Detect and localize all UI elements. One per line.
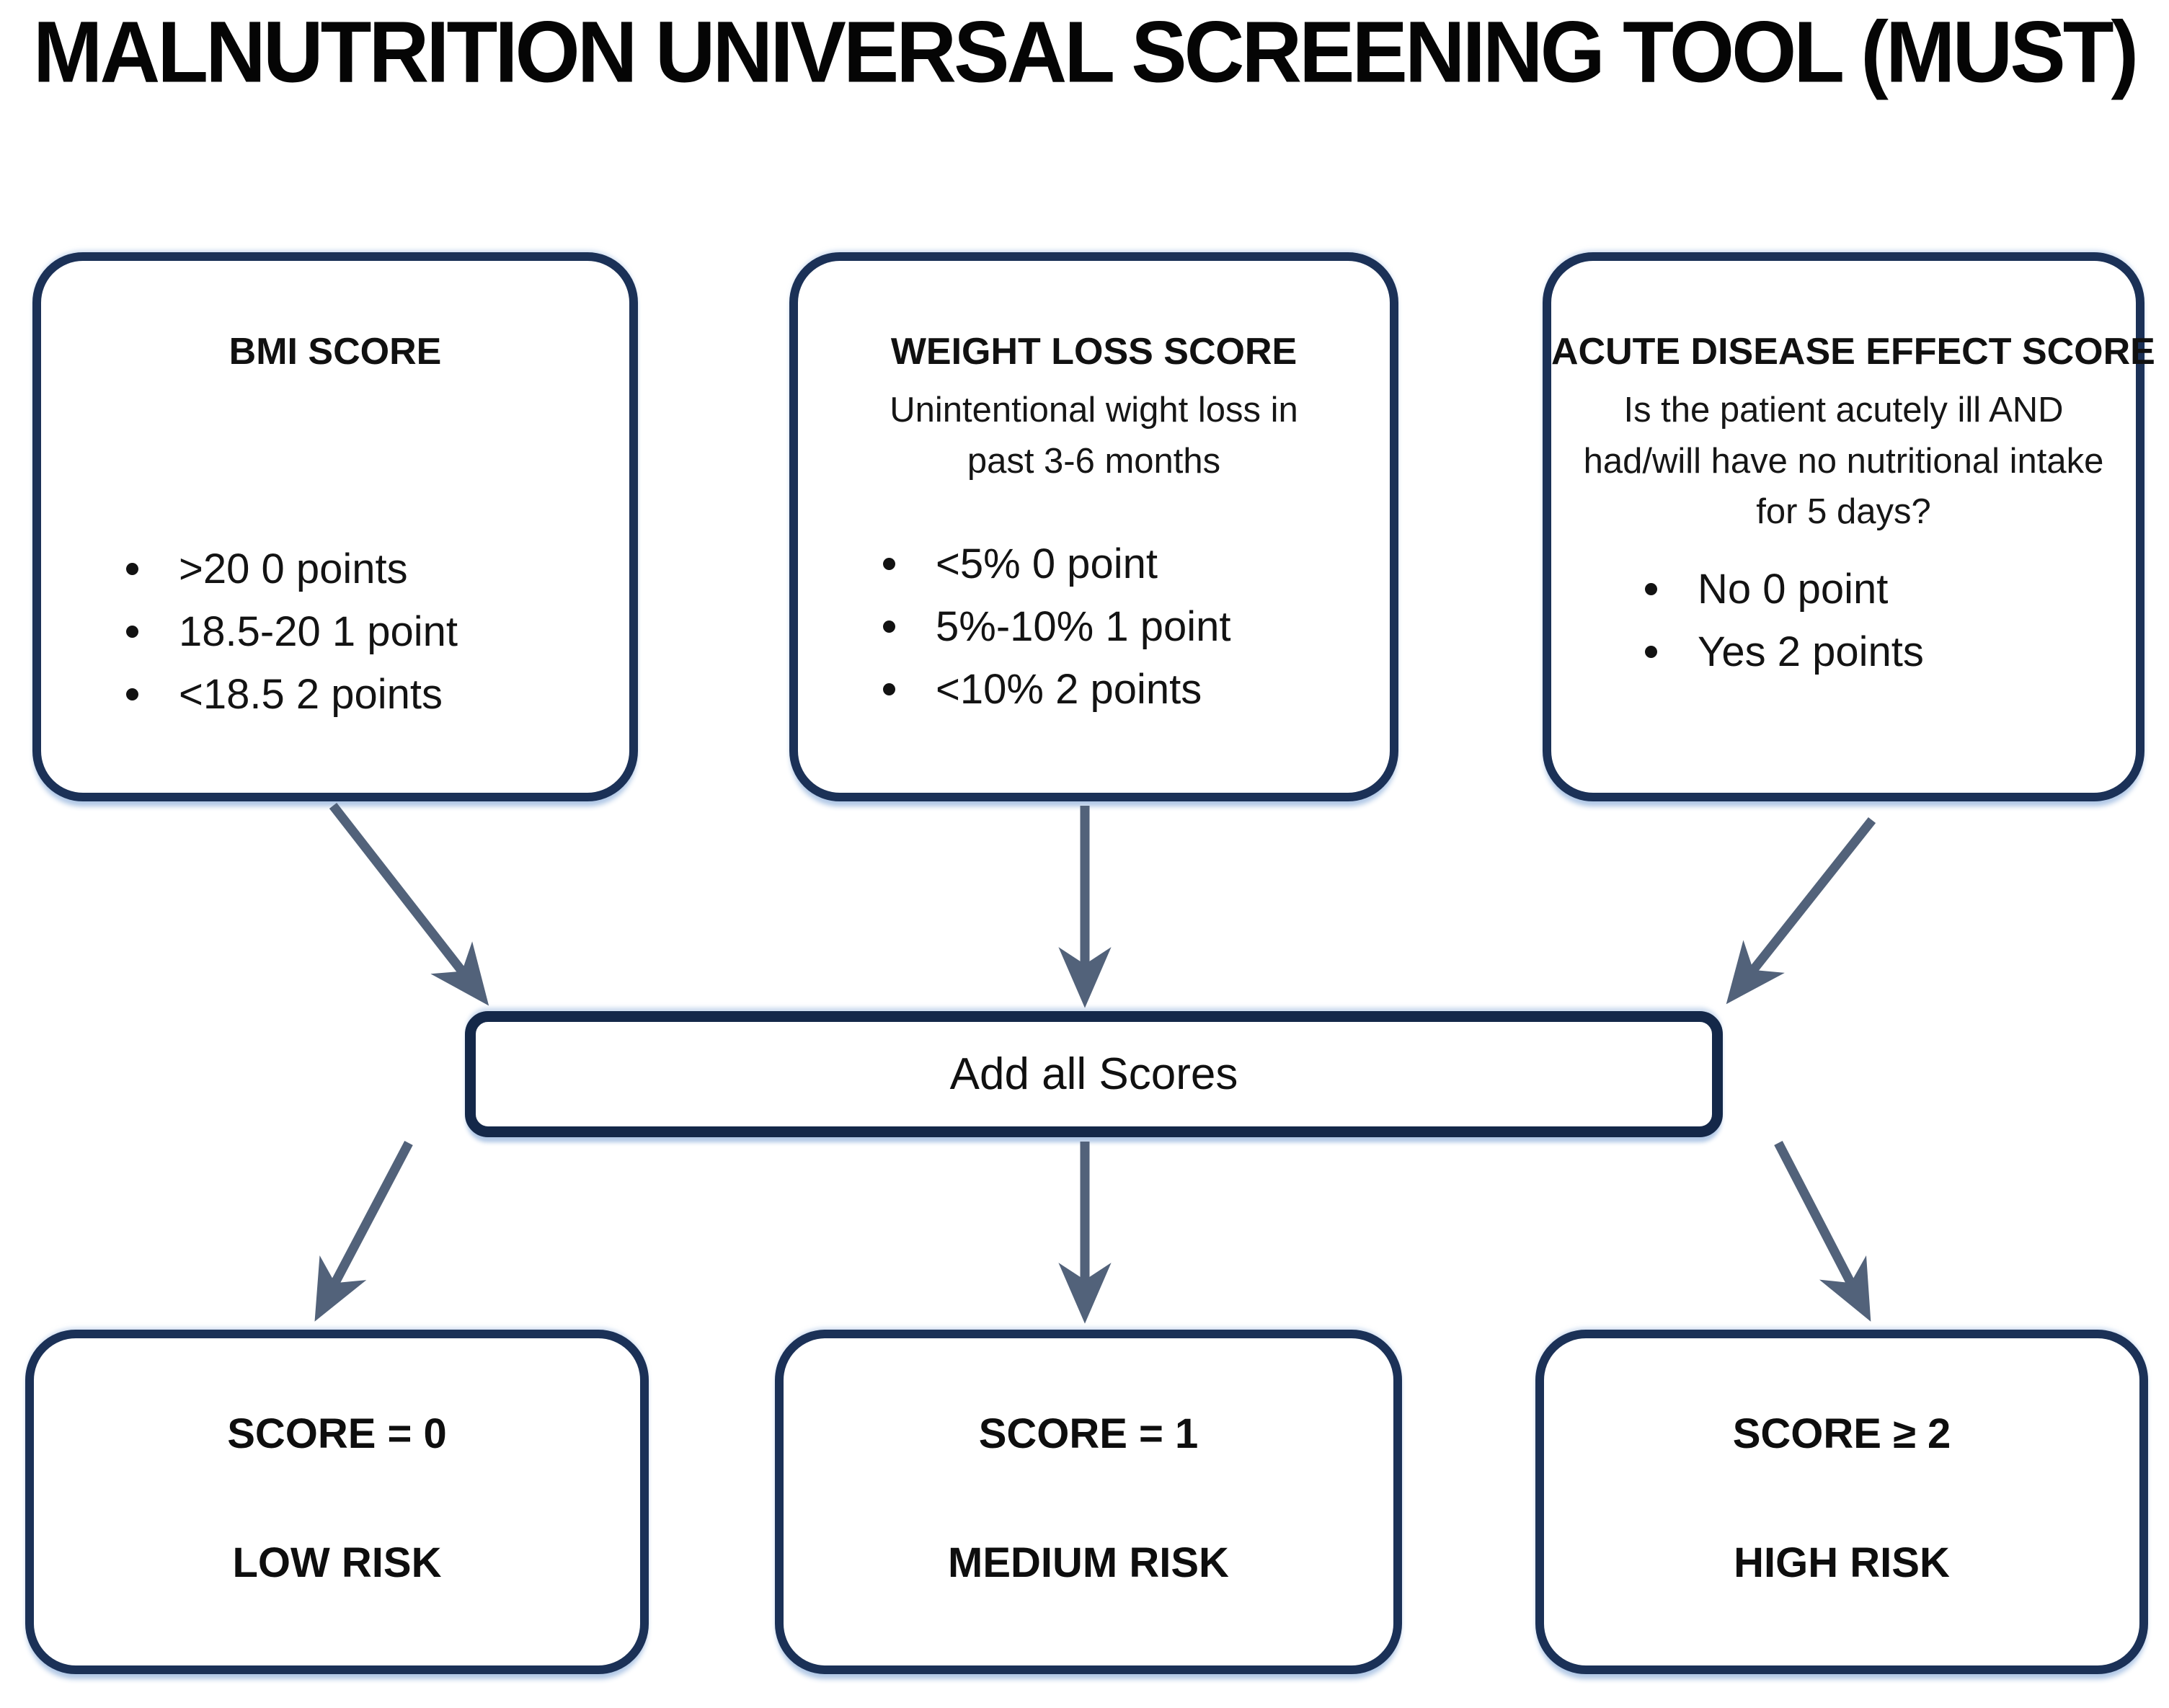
bullet-text: 5%-10% 1 point bbox=[936, 603, 1231, 651]
bullet-dot-icon bbox=[126, 688, 138, 700]
box-subtitle: Is the patient acutely ill AND had/will … bbox=[1551, 385, 2136, 538]
arrow-sum-to-high bbox=[1774, 1141, 1871, 1322]
bullet-dot-icon bbox=[1645, 645, 1657, 658]
bullet-text: <18.5 2 points bbox=[179, 671, 443, 718]
bullet-list: No 0 point Yes 2 points bbox=[1551, 558, 2136, 683]
bullet-dot-icon bbox=[126, 563, 138, 575]
bullet-dot-icon bbox=[883, 621, 895, 633]
result-score: SCORE ≥ 2 bbox=[1732, 1410, 1951, 1457]
medium-risk-result-box: SCORE = 1 MEDIUM RISK bbox=[775, 1330, 1402, 1674]
bullet-text: 18.5-20 1 point bbox=[179, 608, 458, 655]
page-title: MALNUTRITION UNIVERSAL SCREENING TOOL (M… bbox=[32, 3, 2139, 101]
bullet-text: No 0 point bbox=[1698, 565, 1889, 613]
result-risk: LOW RISK bbox=[232, 1539, 442, 1586]
bullet-dot-icon bbox=[126, 626, 138, 638]
subtitle-line: had/will have no nutritional intake bbox=[1583, 441, 2104, 481]
arrow-sum-to-low bbox=[314, 1140, 413, 1322]
subtitle-line: past 3-6 months bbox=[967, 441, 1221, 481]
bullet-text: >20 0 points bbox=[179, 546, 408, 592]
weight-loss-score-box: WEIGHT LOSS SCORE Unintentional wight lo… bbox=[789, 252, 1398, 801]
high-risk-result-box: SCORE ≥ 2 HIGH RISK bbox=[1535, 1330, 2148, 1674]
bullet-item: 18.5-20 1 point bbox=[126, 600, 629, 663]
bullet-item: No 0 point bbox=[1645, 558, 2136, 621]
bullet-list: >20 0 points 18.5-20 1 point <18.5 2 poi… bbox=[41, 538, 629, 726]
bullet-text: Yes 2 points bbox=[1698, 628, 1924, 675]
box-title: ACUTE DISEASE EFFECT SCORE bbox=[1551, 331, 2155, 373]
bullet-text: <10% 2 points bbox=[936, 666, 1202, 713]
add-all-scores-bar: Add all Scores bbox=[465, 1011, 1723, 1137]
bullet-item: Yes 2 points bbox=[1645, 621, 2136, 683]
arrow-acute-to-sum bbox=[1726, 817, 1876, 1005]
subtitle-line: Unintentional wight loss in bbox=[890, 391, 1298, 430]
box-subtitle: Unintentional wight loss in past 3-6 mon… bbox=[798, 385, 1390, 486]
bullet-dot-icon bbox=[883, 683, 895, 696]
add-all-scores-label: Add all Scores bbox=[949, 1049, 1238, 1099]
result-score: SCORE = 1 bbox=[978, 1410, 1199, 1457]
bullet-item: >20 0 points bbox=[126, 538, 629, 600]
bullet-dot-icon bbox=[1645, 582, 1657, 595]
acute-disease-effect-score-box: ACUTE DISEASE EFFECT SCORE Is the patien… bbox=[1543, 252, 2155, 801]
bmi-score-box: BMI SCORE >20 0 points 18.5-20 1 point <… bbox=[32, 252, 638, 801]
box-title: WEIGHT LOSS SCORE bbox=[890, 331, 1298, 373]
bullet-item: <5% 0 point bbox=[883, 533, 1390, 595]
low-risk-result-box: SCORE = 0 LOW RISK bbox=[25, 1330, 649, 1674]
subtitle-line: for 5 days? bbox=[1756, 492, 1931, 532]
box-title: BMI SCORE bbox=[229, 331, 442, 373]
bullet-item: <18.5 2 points bbox=[126, 663, 629, 726]
bullet-text: <5% 0 point bbox=[936, 541, 1158, 588]
result-score: SCORE = 0 bbox=[227, 1410, 447, 1457]
bullet-item: 5%-10% 1 point bbox=[883, 595, 1390, 658]
bullet-item: <10% 2 points bbox=[883, 658, 1390, 721]
result-risk: MEDIUM RISK bbox=[948, 1539, 1229, 1586]
subtitle-line: Is the patient acutely ill AND bbox=[1623, 391, 2064, 430]
result-risk: HIGH RISK bbox=[1734, 1539, 1950, 1586]
bullet-dot-icon bbox=[883, 558, 895, 571]
arrow-bmi-to-sum bbox=[329, 803, 489, 1006]
bullet-list: <5% 0 point 5%-10% 1 point <10% 2 points bbox=[798, 533, 1390, 721]
